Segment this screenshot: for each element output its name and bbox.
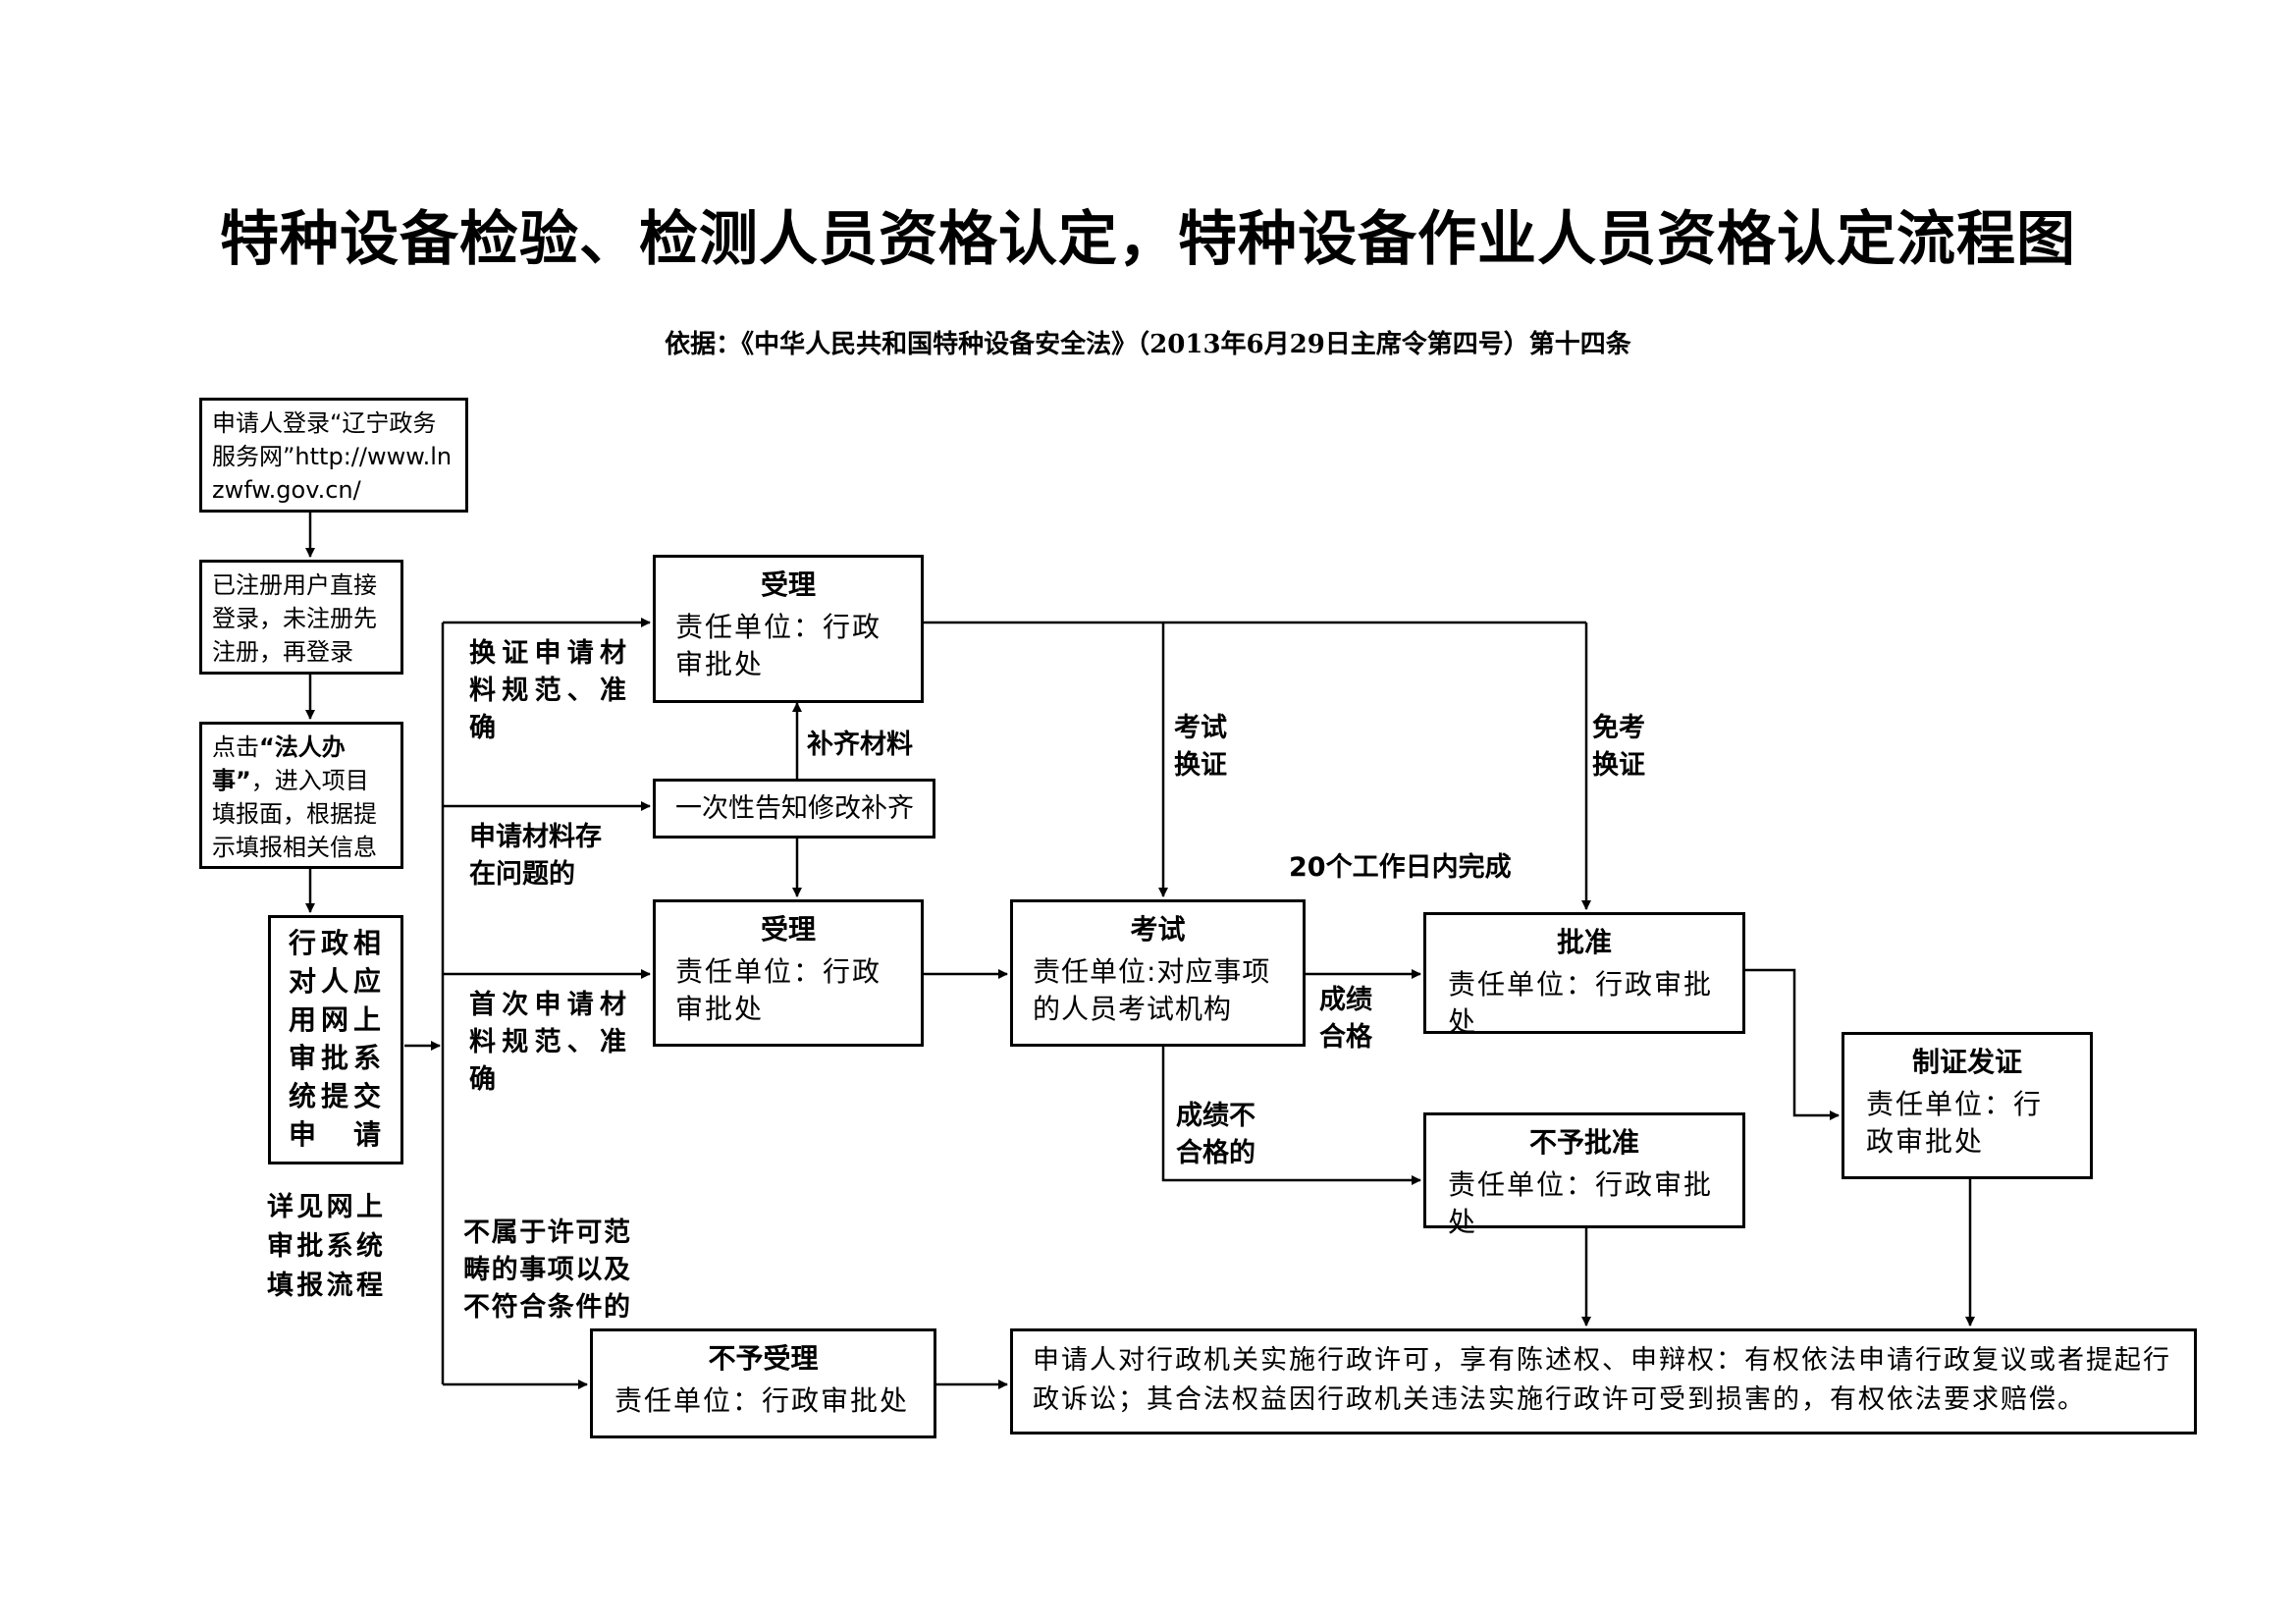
accept-box-top: 受理 责任单位：行政审批处 (653, 555, 924, 703)
submit-step-text: 行政相对人应用网上审批系统提交申 请 (289, 927, 383, 1151)
label-fail: 成绩不合格的 (1176, 1101, 1255, 1168)
label-first: 首次申请材料规范、准确 (469, 990, 626, 1095)
label-deadline: 20个工作日内完成 (1289, 852, 1512, 883)
register-step-box: 已注册用户直接登录，未注册先注册，再登录 (199, 560, 403, 675)
fill-info-suffix: ，进入项目填报面，根据提示填报相关信息 (212, 767, 377, 861)
not-approve-box: 不予批准 责任单位：行政审批处 (1423, 1112, 1745, 1238)
arrow-approve-to-issue (1745, 968, 1840, 1120)
see-online-note: 详见网上审批系统填报流程 (267, 1192, 383, 1301)
exam-title: 考试 (1130, 913, 1186, 946)
issue-title: 制证发证 (1911, 1046, 2022, 1078)
fill-info-step-box: 点击“法人办事”，进入项目填报面，根据提示填报相关信息 (199, 722, 403, 869)
login-step-box: 申请人登录“辽宁政务服务网”http://www.lnzwfw.gov.cn/ (199, 398, 468, 513)
exam-body: 责任单位:对应事项的人员考试机构 (1033, 955, 1271, 1025)
notify-body: 一次性告知修改补齐 (675, 793, 914, 824)
register-step-text: 已注册用户直接登录，未注册先注册，再登录 (212, 571, 377, 666)
submit-step-box: 行政相对人应用网上审批系统提交申 请 (268, 915, 403, 1164)
arrow-exam-to-not-approve (1161, 1047, 1421, 1185)
not-accept-box: 不予受理 责任单位：行政审批处 (590, 1328, 936, 1438)
page-title: 特种设备检验、检测人员资格认定，特种设备作业人员资格认定流程图 (220, 205, 2076, 274)
issue-body: 责任单位：行政审批处 (1866, 1088, 2044, 1158)
fill-info-bold: “法人办事” (212, 733, 346, 794)
label-supplement: 补齐材料 (807, 730, 913, 760)
accept-top-body: 责任单位：行政审批处 (675, 611, 882, 680)
not-accept-title: 不予受理 (708, 1342, 819, 1375)
notify-box: 一次性告知修改补齐 (653, 779, 935, 839)
rights-notice-box: 申请人对行政机关实施行政许可，享有陈述权、申辩权：有权依法申请行政复议或者提起行… (1010, 1328, 2197, 1435)
not-accept-body: 责任单位：行政审批处 (614, 1384, 910, 1417)
rights-notice-body: 申请人对行政机关实施行政许可，享有陈述权、申辩权：有权依法申请行政复议或者提起行… (1033, 1345, 2171, 1415)
legal-basis: 依据：《中华人民共和国特种设备安全法》（2013年6月29日主席令第四号）第十四… (665, 330, 1631, 359)
accept-main-body: 责任单位：行政审批处 (675, 955, 882, 1025)
not-approve-body: 责任单位：行政审批处 (1448, 1168, 1714, 1238)
approve-box: 批准 责任单位：行政审批处 (1423, 912, 1745, 1038)
label-problem: 申请材料存在问题的 (469, 822, 602, 890)
not-approve-title: 不予批准 (1528, 1126, 1639, 1159)
label-exam-renewal: 考试换证 (1174, 713, 1227, 781)
label-exempt-renewal: 免考换证 (1592, 713, 1645, 781)
issue-certificate-box: 制证发证 责任单位：行政审批处 (1842, 1032, 2093, 1179)
approve-body: 责任单位：行政审批处 (1448, 968, 1714, 1038)
fill-info-prefix: 点击 (212, 733, 259, 761)
exam-box: 考试 责任单位:对应事项的人员考试机构 (1010, 899, 1306, 1047)
login-step-text: 申请人登录“辽宁政务服务网”http://www.lnzwfw.gov.cn/ (212, 409, 453, 504)
label-out-of-scope: 不属于许可范畴的事项以及不符合条件的 (463, 1218, 630, 1323)
accept-box-main: 受理 责任单位：行政审批处 (653, 899, 924, 1047)
approve-title: 批准 (1556, 926, 1612, 958)
label-pass: 成绩合格 (1319, 985, 1372, 1053)
label-renewal: 换证申请材料规范、准确 (469, 638, 626, 743)
accept-top-title: 受理 (760, 568, 816, 601)
accept-main-title: 受理 (760, 913, 816, 946)
